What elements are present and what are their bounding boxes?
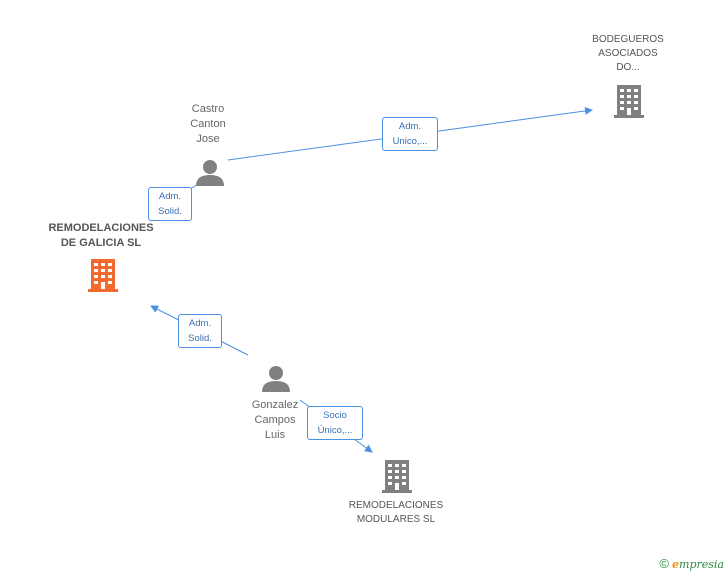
- copyright-icon: ©: [659, 556, 669, 571]
- castro-person-icon[interactable]: [196, 160, 224, 186]
- edge-label-gonzalez-modulares[interactable]: Socio Único,...: [307, 406, 363, 440]
- bodegueros-building-icon[interactable]: [614, 85, 644, 118]
- castro-label-line2: Canton: [190, 118, 226, 130]
- gonzalez-label-line3: Luis: [264, 429, 286, 441]
- edge-label-gonzalez-main[interactable]: Adm. Solid.: [178, 314, 222, 348]
- edge-label-castro-main-line1: Adm.: [158, 191, 182, 202]
- modulares-label[interactable]: REMODELACIONES MODULARES SL: [338, 499, 454, 527]
- main-company-label[interactable]: REMODELACIONES DE GALICIA SL: [36, 221, 166, 251]
- edge-label-gonzalez-modulares-line2: Único,...: [317, 425, 353, 436]
- castro-label-line3: Jose: [196, 133, 220, 145]
- gonzalez-label[interactable]: Gonzalez Campos Luis: [236, 398, 314, 443]
- empresia-logo: empresia: [672, 558, 724, 571]
- bodegueros-label-line3: DO...: [616, 62, 640, 73]
- edge-label-castro-bodegueros-line1: Adm.: [398, 121, 422, 132]
- gonzalez-label-line1: Gonzalez: [251, 399, 299, 411]
- bodegueros-label-line2: ASOCIADOS: [598, 48, 658, 59]
- bodegueros-label[interactable]: BODEGUEROS ASOCIADOS DO...: [580, 33, 676, 75]
- castro-label-line1: Castro: [191, 103, 225, 115]
- edge-label-gonzalez-modulares-line1: Socio: [323, 410, 347, 421]
- empresia-logo-text: mpresia: [679, 558, 724, 571]
- modulares-label-line1: REMODELACIONES: [348, 500, 444, 511]
- main-company-label-line2: DE GALICIA SL: [60, 237, 142, 249]
- main-company-building-icon[interactable]: [88, 259, 118, 292]
- bodegueros-label-line1: BODEGUEROS: [592, 34, 664, 45]
- edge-label-gonzalez-main-line2: Solid.: [188, 333, 212, 344]
- edge-label-gonzalez-main-line1: Adm.: [188, 318, 212, 329]
- empresia-copyright[interactable]: © empresia: [659, 556, 724, 571]
- modulares-label-line2: MODULARES SL: [356, 514, 436, 525]
- gonzalez-person-icon[interactable]: [262, 366, 290, 392]
- main-company-label-line1: REMODELACIONES: [48, 222, 154, 234]
- edge-label-castro-main-line2: Solid.: [158, 206, 182, 217]
- castro-label[interactable]: Castro Canton Jose: [170, 102, 246, 147]
- edge-label-castro-bodegueros[interactable]: Adm. Unico,...: [382, 117, 438, 151]
- empresia-logo-e: e: [672, 558, 680, 571]
- edge-label-castro-bodegueros-line2: Unico,...: [392, 136, 428, 147]
- modulares-building-icon[interactable]: [382, 460, 412, 493]
- gonzalez-label-line2: Campos: [254, 414, 296, 426]
- edge-label-castro-main[interactable]: Adm. Solid.: [148, 187, 192, 221]
